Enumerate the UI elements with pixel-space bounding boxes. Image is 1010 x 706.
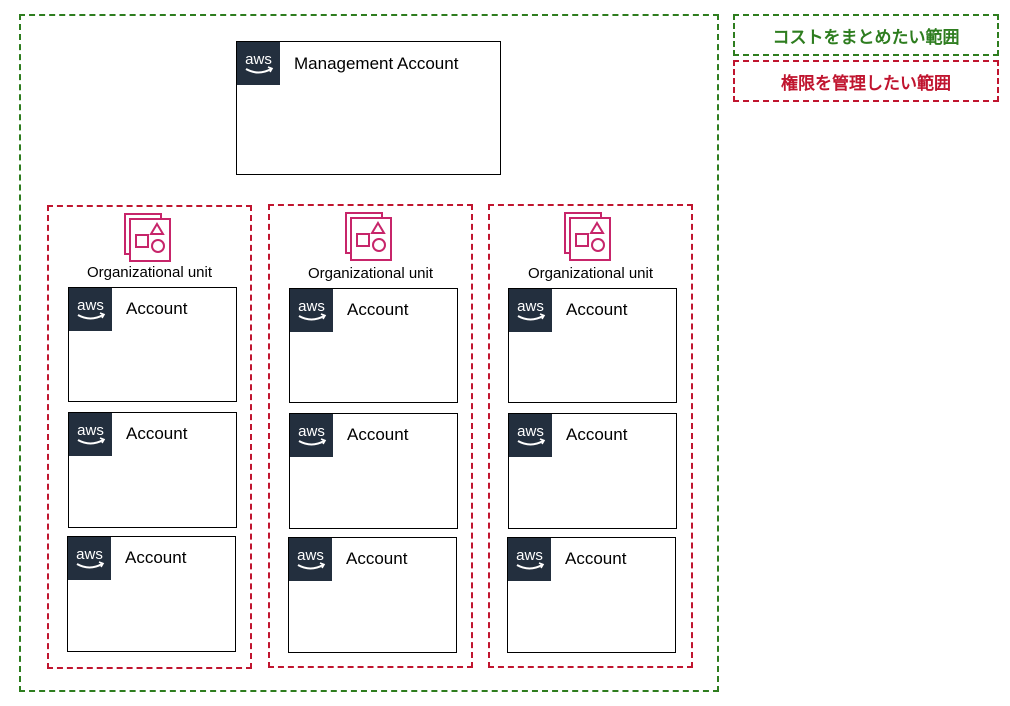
member-account-box: aws Account bbox=[289, 413, 458, 529]
aws-logo-icon: aws bbox=[68, 537, 111, 580]
organizational-unit-boundary bbox=[47, 205, 252, 669]
member-account-box: aws Account bbox=[288, 537, 457, 653]
account-label: Account bbox=[126, 424, 188, 443]
account-label: Account bbox=[125, 548, 187, 567]
organizational-unit-label: Organizational unit bbox=[86, 264, 213, 281]
organizational-unit-icon bbox=[344, 211, 396, 263]
aws-logo-text: aws bbox=[76, 546, 103, 563]
member-account-box: aws Account bbox=[68, 412, 237, 528]
legend-permission-scope: 権限を管理したい範囲 bbox=[733, 60, 999, 102]
organizational-unit-label: Organizational unit bbox=[307, 265, 434, 282]
organizational-unit-label: Organizational unit bbox=[527, 265, 654, 282]
aws-logo-text: aws bbox=[298, 423, 325, 440]
aws-logo-icon: aws bbox=[509, 414, 552, 457]
account-label: Account bbox=[346, 549, 408, 568]
aws-logo-icon: aws bbox=[290, 289, 333, 332]
account-label: Account bbox=[126, 299, 188, 318]
member-account-box: aws Account bbox=[68, 287, 237, 402]
account-label: Account bbox=[347, 425, 409, 444]
account-label: Account bbox=[566, 425, 628, 444]
management-account-box: aws Management Account bbox=[236, 41, 501, 175]
account-label: Account bbox=[347, 300, 409, 319]
aws-logo-text: aws bbox=[77, 422, 104, 439]
aws-logo-text: aws bbox=[517, 298, 544, 315]
legend-permission-scope-label: 権限を管理したい範囲 bbox=[781, 73, 951, 93]
member-account-box: aws Account bbox=[67, 536, 236, 652]
aws-logo-text: aws bbox=[297, 547, 324, 564]
organizational-unit-icon bbox=[123, 212, 175, 264]
organizational-unit-boundary bbox=[268, 204, 473, 668]
aws-logo-text: aws bbox=[516, 547, 543, 564]
member-account-box: aws Account bbox=[508, 288, 677, 403]
account-label: Account bbox=[565, 549, 627, 568]
aws-logo-icon: aws bbox=[508, 538, 551, 581]
aws-logo-text: aws bbox=[298, 298, 325, 315]
member-account-box: aws Account bbox=[289, 288, 458, 403]
legend-cost-scope-label: コストをまとめたい範囲 bbox=[772, 27, 960, 47]
account-label: Account bbox=[566, 300, 628, 319]
aws-logo-icon: aws bbox=[290, 414, 333, 457]
organizational-unit-boundary bbox=[488, 204, 693, 668]
aws-logo-icon: aws bbox=[509, 289, 552, 332]
organization-boundary bbox=[19, 14, 719, 692]
aws-logo-text: aws bbox=[245, 51, 272, 68]
legend-cost-scope: コストをまとめたい範囲 bbox=[733, 14, 999, 56]
aws-logo-icon: aws bbox=[69, 288, 112, 331]
member-account-box: aws Account bbox=[508, 413, 677, 529]
aws-logo-text: aws bbox=[517, 423, 544, 440]
aws-logo-text: aws bbox=[77, 297, 104, 314]
aws-logo-icon: aws bbox=[69, 413, 112, 456]
management-account-label: Management Account bbox=[294, 54, 459, 73]
member-account-box: aws Account bbox=[507, 537, 676, 653]
organizational-unit-icon bbox=[563, 211, 615, 263]
aws-logo-icon: aws bbox=[289, 538, 332, 581]
aws-logo-icon: aws bbox=[237, 42, 280, 85]
